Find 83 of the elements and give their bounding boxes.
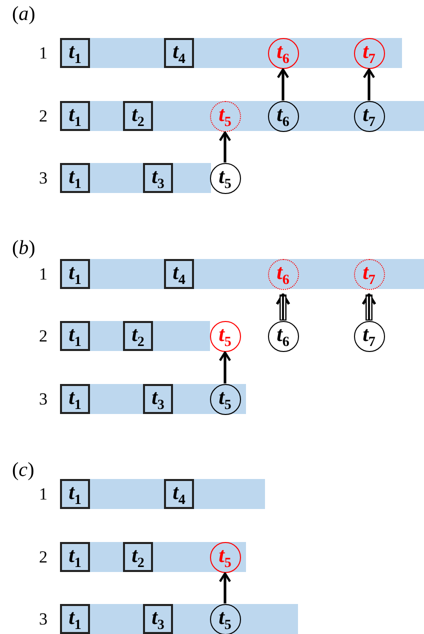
- task-label: t$_{2}$: [130, 324, 146, 346]
- task-box: [60, 101, 90, 131]
- task-label: t$_{3}$: [150, 387, 166, 408]
- arrow: [362, 68, 376, 100]
- task-label: t$_{7}$: [362, 104, 376, 126]
- row-number: 3: [39, 390, 48, 408]
- triple-line-arrow: [276, 293, 290, 320]
- task-circle: [268, 320, 298, 352]
- triple-line-arrow: [362, 293, 376, 320]
- task-label: t$_{5}$: [218, 104, 232, 126]
- task-box: [60, 163, 90, 193]
- dotted-task-circle: [210, 100, 240, 132]
- task-circle: [354, 38, 384, 68]
- panel-label: (c): [12, 460, 34, 480]
- task-label: t$_{5}$: [218, 324, 232, 346]
- task-label: t$_{6}$: [276, 41, 290, 62]
- row-number: 2: [39, 108, 48, 124]
- task-label: t$_{1}$: [68, 324, 82, 346]
- task-circle: [210, 384, 240, 414]
- task-box: [143, 163, 173, 193]
- task-box: [123, 101, 153, 131]
- row-number: 3: [39, 170, 48, 186]
- task-label: t$_{1}$: [68, 104, 82, 126]
- task-label: t$_{6}$: [276, 104, 290, 126]
- arrow: [276, 68, 290, 100]
- task-label: t$_{7}$: [362, 262, 376, 284]
- task-label: t$_{7}$: [362, 324, 376, 346]
- task-label: t$_{2}$: [130, 104, 146, 126]
- task-label: t$_{5}$: [218, 607, 232, 628]
- task-label: t$_{5}$: [218, 387, 232, 408]
- task-circle: [268, 100, 298, 132]
- row-number: 2: [39, 328, 48, 344]
- task-label: t$_{7}$: [362, 41, 376, 62]
- task-box: [123, 321, 153, 351]
- task-label: t$_{5}$: [218, 545, 232, 566]
- task-label: t$_{4}$: [172, 482, 186, 504]
- panel-label: (b): [12, 238, 36, 258]
- task-label: t$_{5}$: [218, 166, 232, 188]
- task-circle: [210, 542, 240, 572]
- task-circle: [354, 100, 384, 132]
- task-box: [60, 542, 90, 572]
- task-label: t$_{3}$: [150, 607, 166, 628]
- task-circle: [268, 38, 298, 68]
- task-box: [60, 259, 90, 289]
- task-circle: [210, 320, 240, 352]
- task-circle: [210, 604, 240, 634]
- task-circle: [210, 162, 240, 194]
- row-number: 1: [39, 486, 48, 502]
- task-box: [60, 321, 90, 351]
- task-label: t$_{1}$: [68, 607, 82, 628]
- task-label: t$_{1}$: [68, 387, 82, 408]
- task-box: [143, 604, 173, 634]
- dotted-task-circle: [268, 258, 298, 290]
- row-number: 1: [39, 266, 48, 282]
- arrow: [218, 131, 232, 162]
- task-label: t$_{1}$: [68, 545, 82, 566]
- task-label: t$_{2}$: [130, 545, 146, 566]
- task-label: t$_{1}$: [68, 262, 82, 284]
- task-circle: [354, 320, 384, 352]
- arrow: [218, 572, 232, 604]
- task-box: [143, 384, 173, 414]
- task-label: t$_{6}$: [276, 324, 290, 346]
- task-label: t$_{6}$: [276, 262, 290, 284]
- task-label: t$_{4}$: [172, 262, 186, 284]
- task-box: [60, 604, 90, 634]
- task-box: [164, 38, 194, 68]
- row-number: 1: [39, 44, 48, 62]
- task-label: t$_{4}$: [172, 41, 186, 62]
- task-box: [164, 479, 194, 509]
- task-box: [60, 38, 90, 68]
- task-box: [123, 542, 153, 572]
- task-label: t$_{3}$: [150, 166, 166, 188]
- arrow: [218, 351, 232, 384]
- dotted-task-circle: [354, 258, 384, 290]
- task-label: t$_{1}$: [68, 166, 82, 188]
- task-box: [164, 259, 194, 289]
- task-box: [60, 479, 90, 509]
- task-box: [60, 384, 90, 414]
- row-number: 2: [39, 548, 48, 566]
- task-label: t$_{1}$: [68, 41, 82, 62]
- task-label: t$_{1}$: [68, 482, 82, 504]
- panel-label: (a): [12, 4, 36, 24]
- row-number: 3: [39, 610, 48, 628]
